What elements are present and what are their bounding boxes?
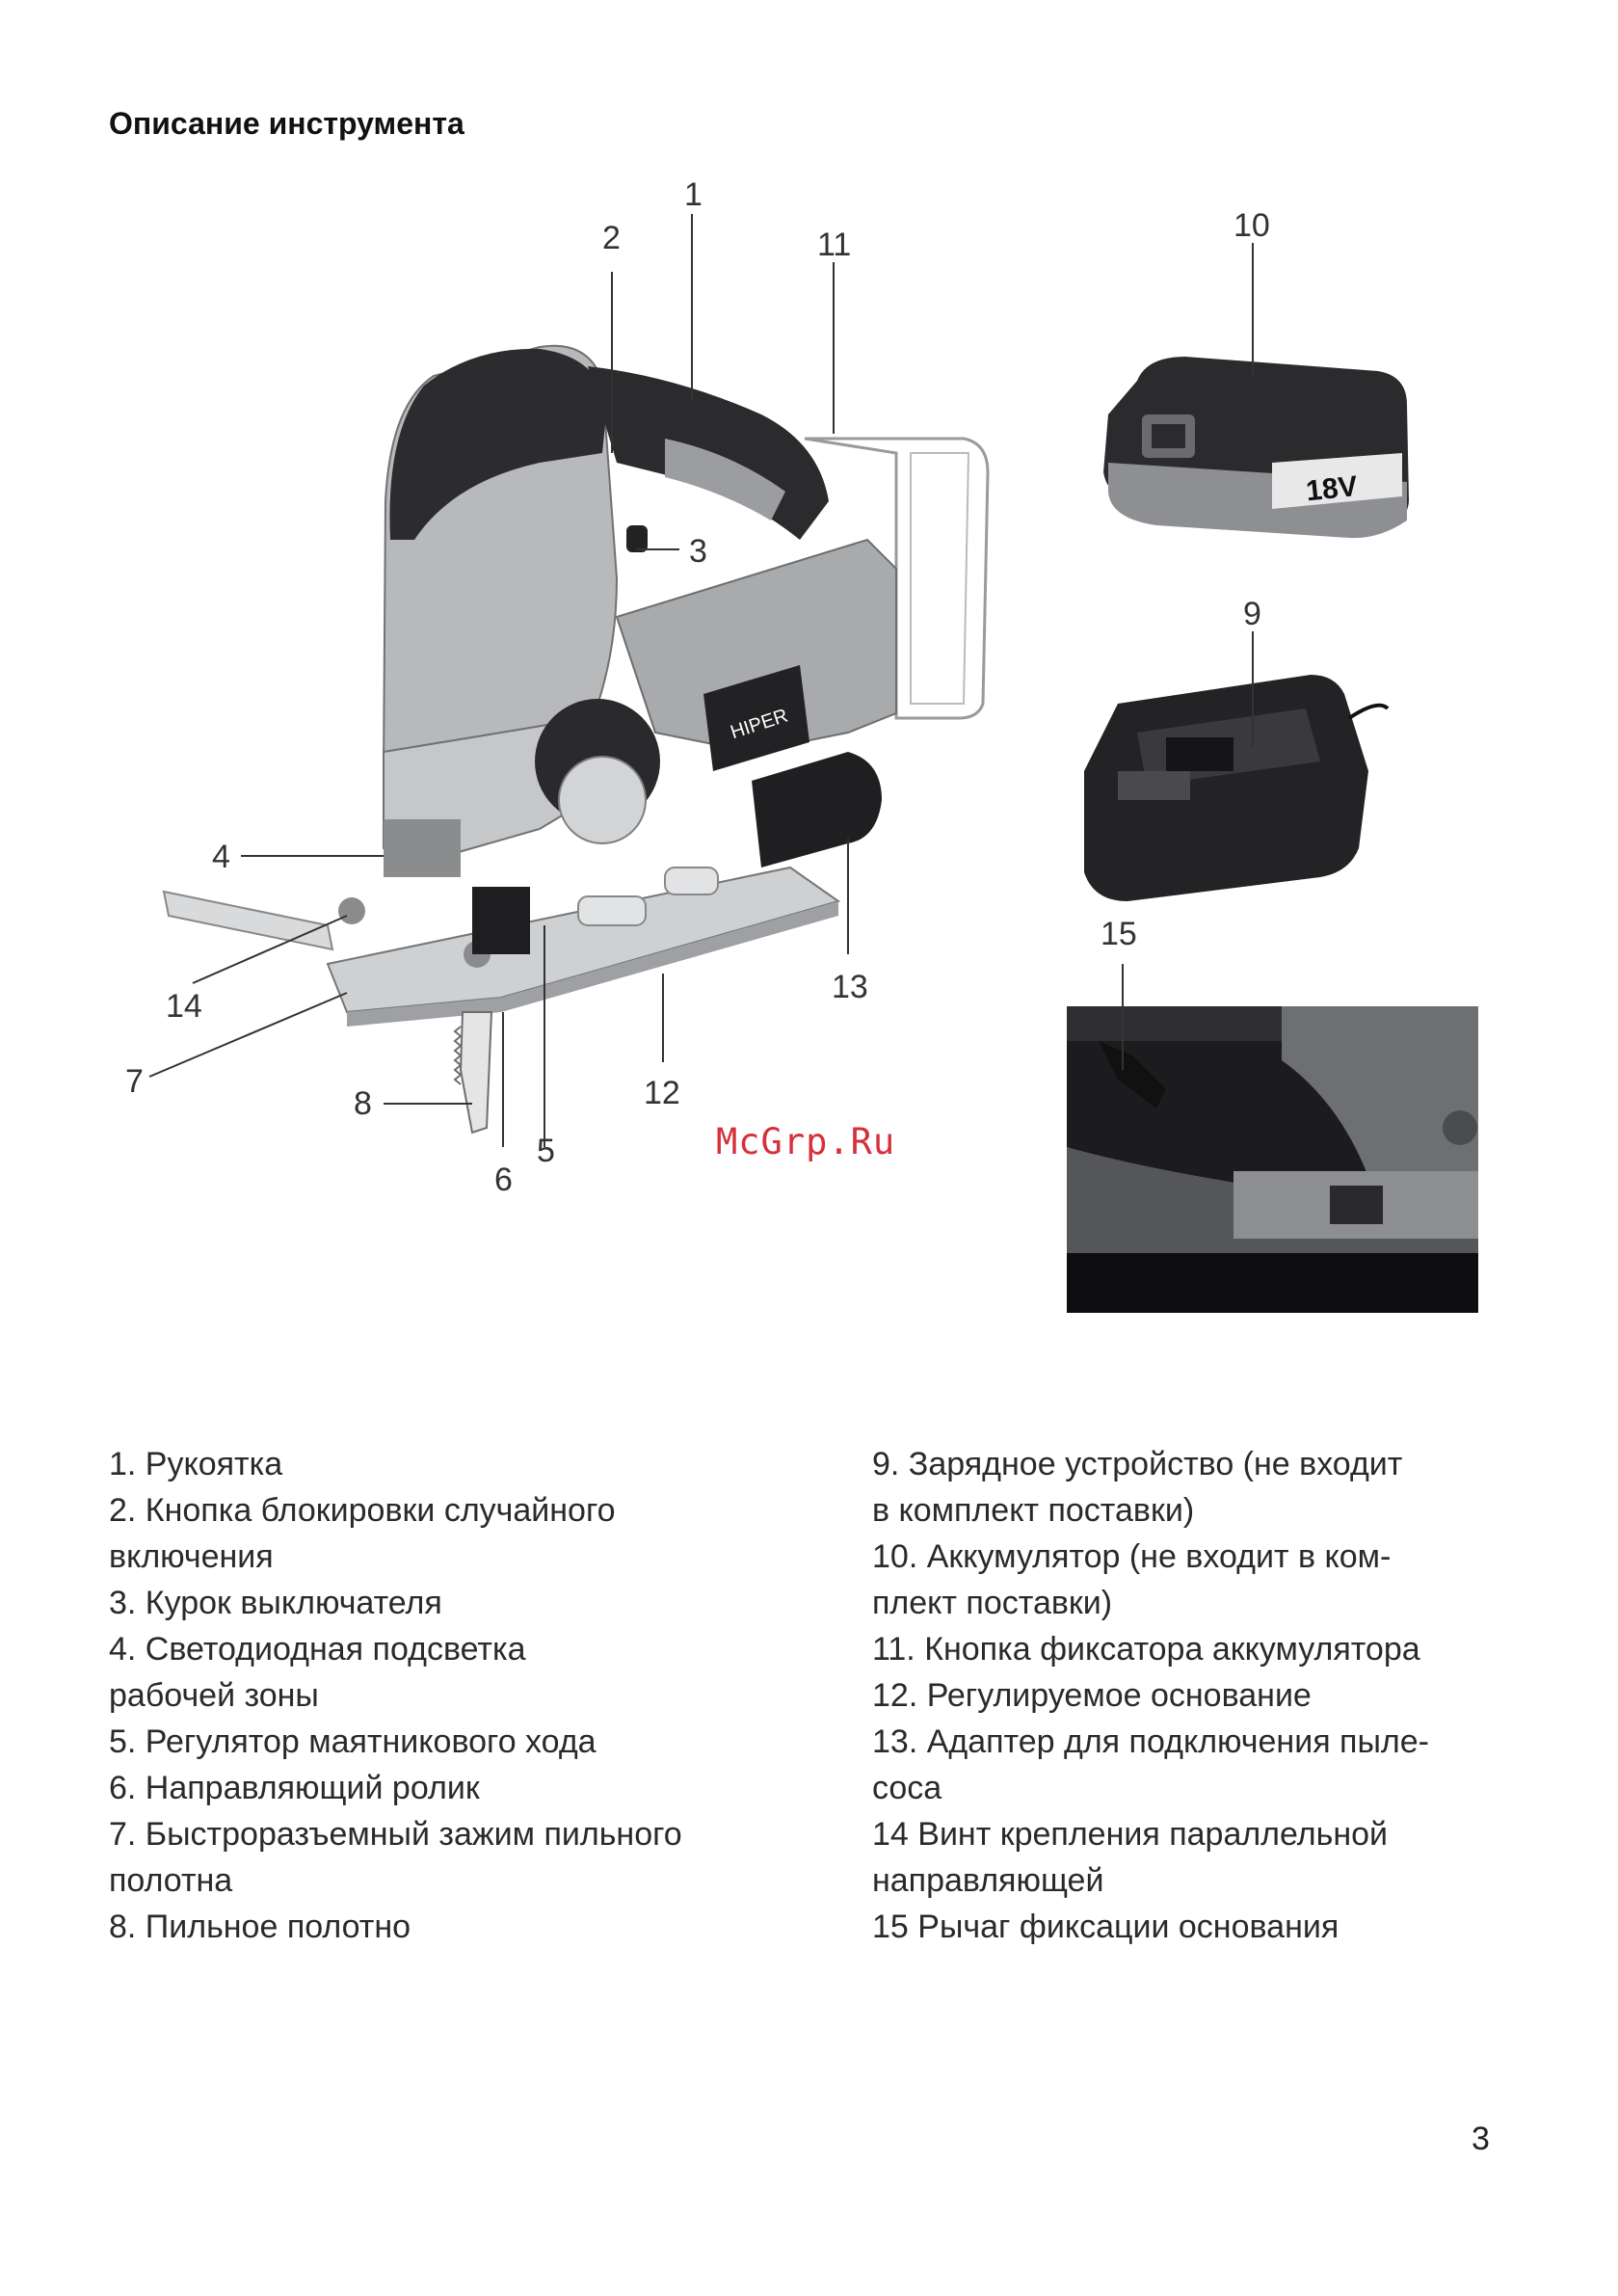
jigsaw-icon: HIPER xyxy=(162,344,990,1135)
charger-icon xyxy=(1084,675,1390,901)
leader-lines xyxy=(148,214,1254,1147)
legend-line: полотна xyxy=(109,1862,233,1899)
legend-line: 15 Рычаг фиксации основания xyxy=(872,1909,1339,1945)
legend-line: 13. Адаптер для подключения пыле- xyxy=(872,1723,1429,1760)
legend-line: соса xyxy=(872,1770,942,1806)
callout-10: 10 xyxy=(1233,207,1270,244)
callout-4: 4 xyxy=(212,839,230,875)
callout-1: 1 xyxy=(684,176,703,213)
callout-9: 9 xyxy=(1243,596,1261,632)
page-number: 3 xyxy=(1472,2121,1490,2157)
page-title: Описание инструмента xyxy=(109,106,464,141)
legend-right-column: 9. Зарядное устройство (не входит в комп… xyxy=(872,1441,1566,1950)
battery-voltage-label: 18V xyxy=(1305,470,1360,507)
legend-line: в комплект поставки) xyxy=(872,1492,1195,1529)
legend-line: 6. Направляющий ролик xyxy=(109,1770,480,1806)
inset-photo-base-lever xyxy=(1067,1006,1478,1313)
legend-line: 12. Регулируемое основание xyxy=(872,1677,1312,1714)
legend-line: 5. Регулятор маятникового хода xyxy=(109,1723,597,1760)
callout-7: 7 xyxy=(125,1063,144,1100)
callout-12: 12 xyxy=(644,1075,680,1111)
legend-line: 2. Кнопка блокировки случайного xyxy=(109,1492,616,1529)
callout-6: 6 xyxy=(494,1161,513,1198)
legend-line: 14 Винт крепления параллельной xyxy=(872,1816,1389,1853)
legend-line: 7. Быстроразъемный зажим пильного xyxy=(109,1816,682,1853)
jigsaw-illustration: HIPER 18V xyxy=(125,176,1478,1313)
callout-13: 13 xyxy=(832,969,868,1005)
watermark: McGrp.Ru xyxy=(716,1121,896,1162)
legend-line: плект поставки) xyxy=(872,1585,1113,1621)
legend-line: 11. Кнопка фиксатора аккумулятора xyxy=(872,1631,1420,1668)
callout-15: 15 xyxy=(1101,916,1137,952)
legend-line: рабочей зоны xyxy=(109,1677,319,1714)
legend-line: включения xyxy=(109,1538,274,1575)
legend-line: 1. Рукоятка xyxy=(109,1446,283,1482)
legend-line: 4. Светодиодная подсветка xyxy=(109,1631,526,1668)
callout-11: 11 xyxy=(817,227,851,263)
callout-5: 5 xyxy=(537,1133,555,1169)
legend-line: 3. Курок выключателя xyxy=(109,1585,442,1621)
callout-2: 2 xyxy=(602,220,621,256)
callout-8: 8 xyxy=(354,1085,372,1122)
callout-3: 3 xyxy=(689,533,707,570)
tool-diagram: HIPER 18V xyxy=(125,176,1478,1313)
legend-line: 8. Пильное полотно xyxy=(109,1909,411,1945)
legend-line: направляющей xyxy=(872,1862,1104,1899)
callout-14: 14 xyxy=(166,988,202,1025)
legend-left-column: 1. Рукоятка 2. Кнопка блокировки случайн… xyxy=(109,1441,803,1950)
legend-line: 9. Зарядное устройство (не входит xyxy=(872,1446,1403,1482)
legend-line: 10. Аккумулятор (не входит в ком- xyxy=(872,1538,1392,1575)
battery-icon: 18V xyxy=(1103,357,1409,539)
